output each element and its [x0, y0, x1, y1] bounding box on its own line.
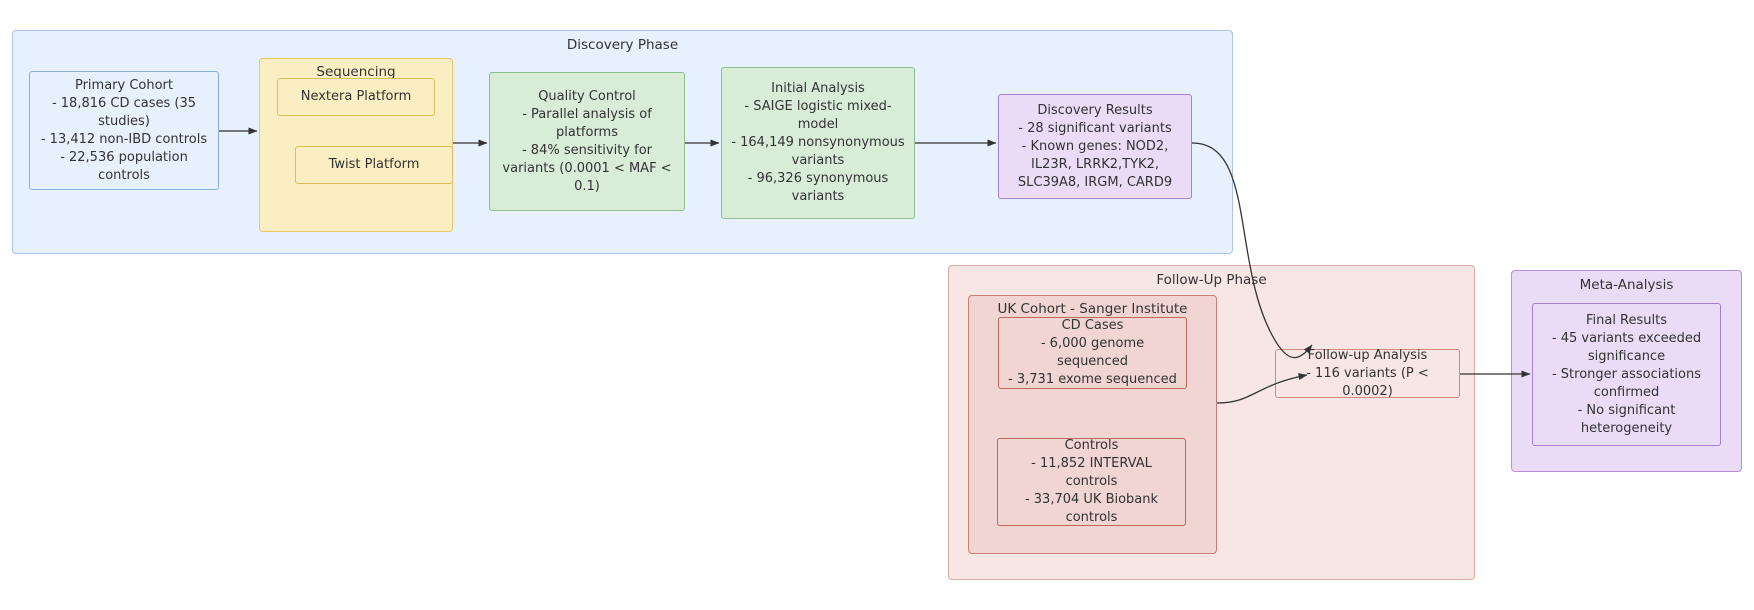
cluster-title-uk-cohort: UK Cohort - Sanger Institute — [997, 301, 1188, 317]
cluster-title-sequencing: Sequencing — [316, 64, 396, 80]
node-twist-platform[interactable]: Twist Platform — [295, 146, 453, 184]
node-cd-cases-label: CD Cases - 6,000 genome sequenced - 3,73… — [1008, 318, 1177, 387]
node-initial-analysis[interactable]: Initial Analysis - SAIGE logistic mixed-… — [721, 67, 915, 219]
node-primary-cohort-label: Primary Cohort - 18,816 CD cases (35 stu… — [40, 77, 208, 183]
node-final-results[interactable]: Final Results - 45 variants exceeded sig… — [1532, 303, 1721, 446]
node-nextera-platform[interactable]: Nextera Platform — [277, 78, 435, 116]
cluster-title-meta-analysis: Meta-Analysis — [1579, 277, 1674, 293]
node-quality-control[interactable]: Quality Control - Parallel analysis of p… — [489, 72, 685, 211]
node-controls-label: Controls - 11,852 INTERVAL controls - 33… — [1024, 438, 1159, 525]
node-primary-cohort[interactable]: Primary Cohort - 18,816 CD cases (35 stu… — [29, 71, 219, 190]
node-followup-analysis[interactable]: Follow-up Analysis - 116 variants (P < 0… — [1275, 347, 1460, 399]
node-twist-platform-label: Twist Platform — [328, 157, 420, 172]
cluster-title-discovery-phase: Discovery Phase — [566, 37, 679, 53]
node-discovery-results-label: Discovery Results - 28 significant varia… — [1017, 102, 1173, 190]
cluster-title-followup-phase: Follow-Up Phase — [1156, 272, 1267, 288]
node-nextera-platform-label: Nextera Platform — [300, 89, 412, 104]
node-cd-cases[interactable]: CD Cases - 6,000 genome sequenced - 3,73… — [998, 317, 1187, 389]
node-quality-control-label: Quality Control - Parallel analysis of p… — [502, 88, 672, 194]
node-controls[interactable]: Controls - 11,852 INTERVAL controls - 33… — [997, 438, 1186, 526]
node-discovery-results[interactable]: Discovery Results - 28 significant varia… — [998, 94, 1192, 199]
node-initial-analysis-label: Initial Analysis - SAIGE logistic mixed-… — [731, 81, 905, 204]
node-followup-analysis-label: Follow-up Analysis - 116 variants (P < 0… — [1306, 347, 1429, 399]
node-final-results-label: Final Results - 45 variants exceeded sig… — [1551, 312, 1702, 436]
